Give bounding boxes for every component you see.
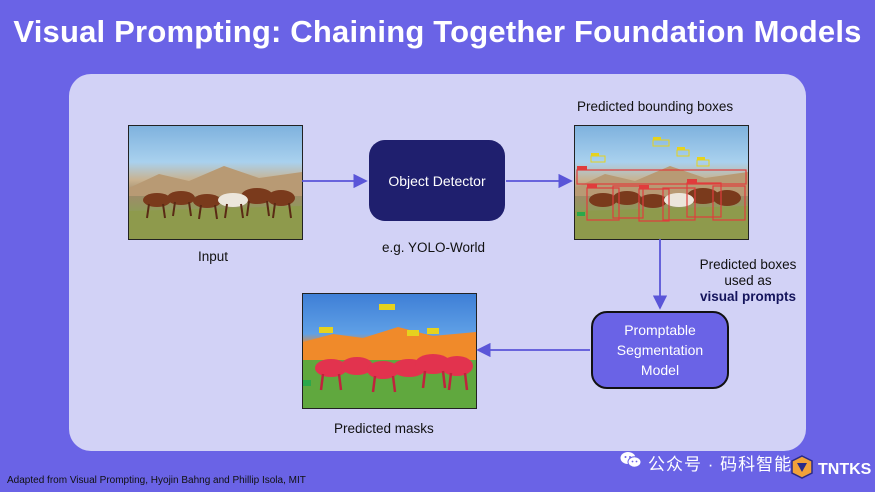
predicted-masks-label: Predicted masks — [334, 421, 434, 436]
prompts-line-3: visual prompts — [699, 289, 797, 304]
detector-example-label: e.g. YOLO-World — [382, 240, 486, 255]
footer-credit: Adapted from Visual Prompting, Hyojin Ba… — [7, 475, 306, 486]
watermark-text: 公众号 · 码科智能 — [648, 455, 793, 474]
segmentation-label-line-3: Model — [640, 362, 680, 378]
wechat-icon — [620, 451, 642, 474]
slide-title: Visual Prompting: Chaining Together Foun… — [13, 14, 862, 49]
segmentation-label-line-1: Promptable — [624, 322, 696, 338]
brand-logo: TNTKS — [790, 455, 871, 484]
brand-text: TNTKS — [818, 460, 872, 478]
predicted-boxes-label: Predicted bounding boxes — [577, 99, 734, 114]
visual-prompts-caption: Predicted boxes used as visual prompts — [688, 257, 808, 305]
bounding-boxes-image — [574, 125, 749, 240]
segmentation-label-line-2: Segmentation — [616, 342, 704, 358]
prompts-line-1: Predicted boxes — [699, 257, 797, 272]
brand-mark-icon — [790, 455, 814, 484]
watermark: 公众号 · 码科智能 — [620, 450, 792, 475]
promptable-segmentation-node: Promptable Segmentation Model — [591, 311, 729, 389]
prompts-line-2: used as — [724, 273, 772, 288]
object-detector-node: Object Detector — [369, 140, 505, 221]
input-label: Input — [198, 249, 229, 264]
predicted-masks-image — [302, 293, 477, 409]
input-image — [128, 125, 303, 240]
object-detector-label: Object Detector — [388, 172, 486, 189]
